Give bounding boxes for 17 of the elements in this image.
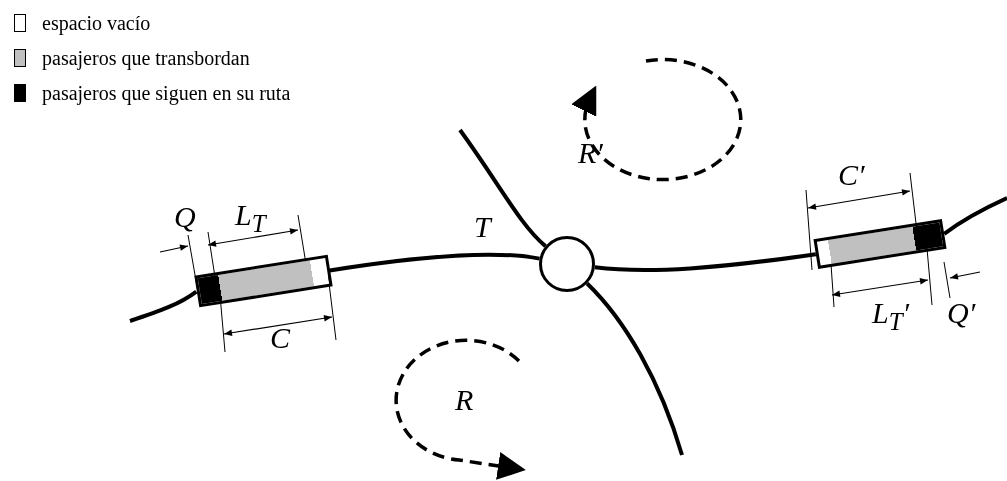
track-line (943, 196, 1007, 236)
legend-label: pasajeros que siguen en su ruta (42, 82, 291, 104)
legend-label: espacio vacío (42, 12, 151, 34)
legend-label: pasajeros que transbordan (42, 47, 250, 69)
track-line (585, 282, 684, 456)
variable-label: L$_{T}$′ (872, 298, 910, 337)
variable-label: T (474, 212, 491, 242)
variable-label: C (270, 323, 290, 353)
variable-label: Q′ (947, 298, 976, 328)
variable-label: Q (174, 202, 196, 232)
track-line (329, 252, 540, 273)
track-line (129, 289, 198, 323)
variable-label: R (455, 385, 474, 415)
variable-label: C′ (838, 160, 865, 190)
station-circle (539, 236, 595, 292)
track-line (458, 128, 547, 248)
variable-label: L$_{T}$ (235, 200, 266, 239)
